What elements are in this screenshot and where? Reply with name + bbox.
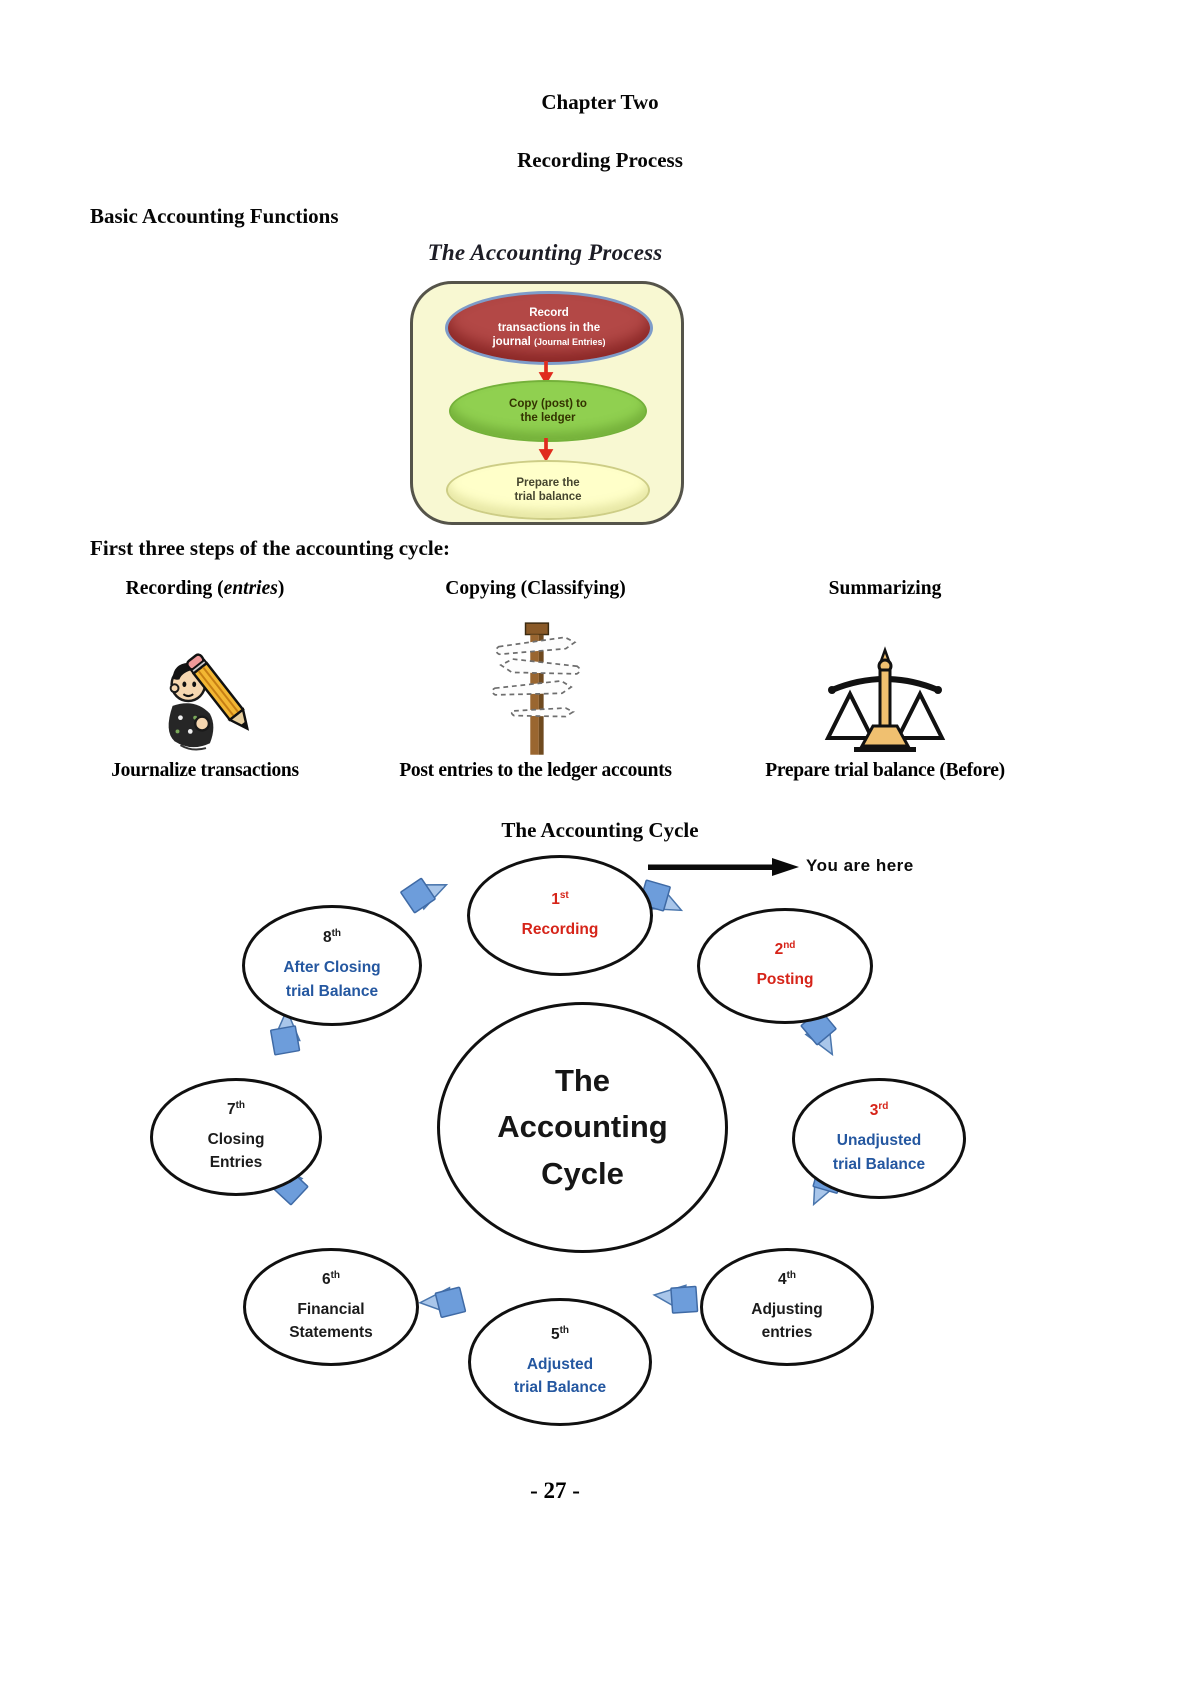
column-header: Recording (entries) [125,578,285,599]
node-ordinal: 5th [550,1324,570,1343]
node-label: Posting [756,971,814,989]
process-step-text: Record [529,307,569,320]
signpost-icon [490,622,581,755]
page-number: - 27 - [530,1478,580,1503]
you-are-here-arrow-icon [648,858,799,876]
cycle-arrow-icon [270,1008,301,1056]
node-label: Recording [521,920,599,938]
cycle-arrow-icon [418,1286,467,1319]
balance-scale-icon [824,646,946,752]
cycle-center-circle: The Accounting Cycle [437,1002,728,1253]
section-title: Recording Process [517,148,683,172]
process-step-text: Copy (post) to [509,397,587,410]
process-diagram-title: The Accounting Process [427,240,663,265]
column-recording: Recording (entries) [85,578,325,782]
column-header: Summarizing [828,578,942,599]
cycle-heading: The Accounting Cycle [501,818,699,842]
basic-functions-heading: Basic Accounting Functions [90,204,339,228]
node-ordinal: 3rd [869,1101,889,1120]
column-caption: Post entries to the ledger accounts [399,760,672,781]
writing-person-icon [168,653,250,751]
cycle-arrow-icon [400,877,449,914]
cycle-node-2-posting: 2nd Posting [697,908,873,1024]
process-diagram-box: Record transactions in the journal (Jour… [410,281,684,525]
node-ordinal: 6th [321,1269,341,1288]
first-three-steps-heading: First three steps of the accounting cycl… [90,536,451,560]
process-step-text: trial balance [514,491,582,503]
process-step-post: Copy (post) to the ledger [449,380,647,442]
column-caption: Prepare trial balance (Before) [765,760,1005,781]
node-ordinal: 1st [551,889,569,908]
cycle-arrow-icon [652,1284,699,1314]
process-step-record: Record transactions in the journal (Jour… [445,291,653,365]
node-ordinal: 2nd [774,940,796,959]
process-step-trial-balance: Prepare the trial balance [446,460,650,520]
down-arrow-icon [538,361,554,385]
process-step-text: the ledger [520,412,576,424]
node-ordinal: 8th [322,928,342,947]
column-header: Copying (Classifying) [445,578,626,599]
cycle-node-1-recording: 1st Recording [467,855,653,976]
column-summarizing: Summarizing Prepare trial balance (Befor… [735,578,1035,782]
process-step-text: Prepare the [516,476,580,489]
you-are-here-label: You are here [806,856,914,875]
down-arrow-icon [538,438,554,462]
column-copying: Copying (Classifying) Post entries to th… [368,578,703,782]
process-step-text: transactions in the [497,321,601,334]
chapter-heading: Chapter Two [541,90,659,114]
column-caption: Journalize transactions [111,760,299,781]
node-ordinal: 7th [226,1099,246,1118]
process-step-text: journal (Journal Entries) [492,336,606,349]
node-ordinal: 4th [777,1269,797,1288]
